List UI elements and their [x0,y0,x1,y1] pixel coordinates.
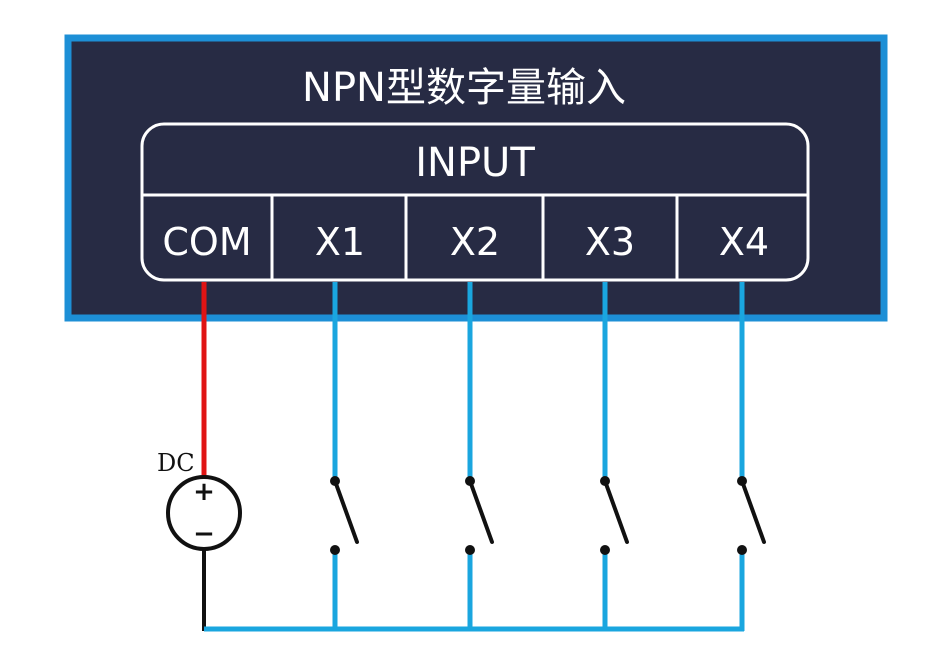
switch-icon [330,476,359,555]
switch-blade [333,479,359,544]
terminal-label-x1: X1 [315,220,365,264]
switch-icon [600,476,629,555]
terminal-cells: COM X1 X2 X3 X4 [162,195,769,280]
dc-minus-sign: − [193,519,215,549]
module-title: NPN型数字量输入 [302,65,626,111]
dc-plus-sign: + [193,477,215,507]
switch-bottom-contact [465,545,475,555]
switch-blade [603,479,629,544]
switch-icon [737,476,766,555]
switch-blade [740,479,766,544]
switch-icon [465,476,494,555]
switch-bottom-contact [600,545,610,555]
terminal-block-outline [140,122,810,282]
switches [330,476,766,555]
terminal-label-x3: X3 [585,220,635,264]
dc-source-icon: + − [166,475,242,551]
switch-bottom-contact [737,545,747,555]
terminal-label-x2: X2 [450,220,500,264]
terminal-block: INPUT COM X1 X2 X3 X4 [140,122,810,282]
wires [201,282,745,632]
terminal-label-com: COM [162,220,251,264]
module-panel [64,34,888,322]
input-label: INPUT [415,140,535,186]
terminal-label-x4: X4 [719,220,769,264]
switch-blade [468,479,494,544]
dc-label: DC [157,449,195,477]
switch-bottom-contact [330,545,340,555]
dc-source-circle [166,475,242,551]
